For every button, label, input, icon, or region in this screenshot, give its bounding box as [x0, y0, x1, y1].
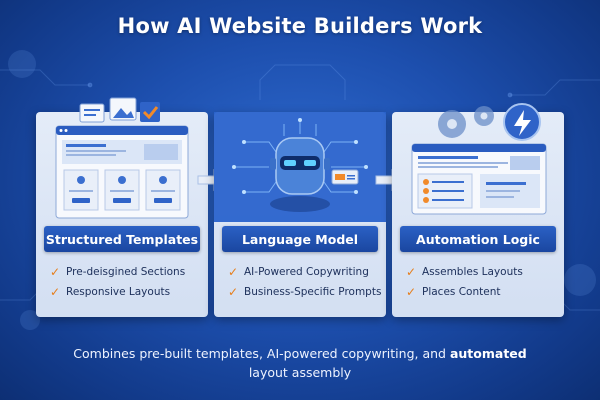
panel-label: Language Model — [222, 226, 378, 252]
gears-automation-icon — [411, 103, 547, 215]
checkmark-icon: ✓ — [406, 265, 417, 279]
list-item: ✓Assembles Layouts — [406, 265, 523, 279]
checkmark-icon: ✓ — [228, 265, 239, 279]
list-item: ✓AI-Powered Copywriting — [228, 265, 369, 279]
list-item: ✓Places Content — [406, 285, 501, 299]
list-item: ✓Business-Specific Prompts — [228, 285, 382, 299]
feature-list: ✓Assembles Layouts ✓Places Content — [406, 262, 562, 302]
checkmark-icon: ✓ — [50, 285, 61, 299]
checkmark-icon: ✓ — [228, 285, 239, 299]
checkmark-icon: ✓ — [50, 265, 61, 279]
panel-label: Structured Templates — [44, 226, 200, 252]
page-title: How AI Website Builders Work — [117, 14, 483, 38]
robot-head-icon — [214, 112, 386, 222]
panel-structured-templates: Structured Templates ✓Pre-deisgined Sect… — [36, 97, 208, 317]
panel-automation-logic: Automation Logic ✓Assembles Layouts ✓Pla… — [392, 103, 564, 317]
panel-label: Automation Logic — [400, 226, 556, 252]
summary-caption: Combines pre-built templates, AI-powered… — [73, 346, 527, 380]
website-template-icon — [55, 97, 189, 219]
checkmark-icon: ✓ — [406, 285, 417, 299]
panel-language-model: Language Model ✓AI-Powered Copywriting ✓… — [214, 112, 386, 317]
feature-list: ✓AI-Powered Copywriting ✓Business-Specif… — [228, 262, 384, 302]
list-item: ✓Pre-deisgined Sections — [50, 265, 186, 279]
gear-icon — [8, 50, 596, 330]
list-item: ✓Responsive Layouts — [50, 285, 171, 299]
feature-list: ✓Pre-deisgined Sections ✓Responsive Layo… — [50, 262, 206, 302]
